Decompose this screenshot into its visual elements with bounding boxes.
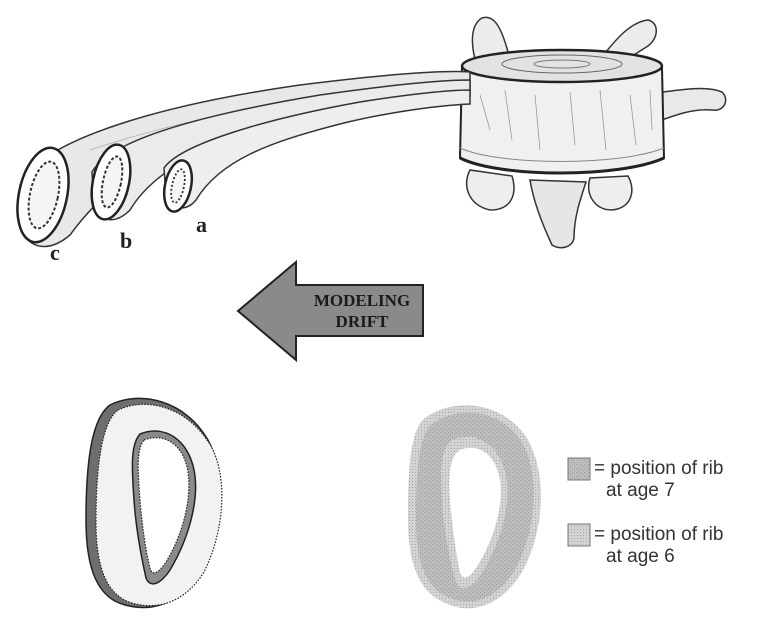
legend-swatch-age-6	[568, 524, 590, 546]
arrow-label-line1: MODELING	[314, 291, 410, 310]
legend-label-age-7-line2: at age 7	[606, 480, 675, 501]
legend-item-age-7: = position of rib at age 7	[568, 458, 723, 501]
legend-label-age-7-line1: = position of rib	[594, 458, 723, 479]
legend-item-age-6: = position of rib at age 6	[568, 524, 723, 567]
rib-label-b: b	[120, 228, 132, 253]
modeling-drift-arrow: MODELING DRIFT	[238, 262, 423, 360]
legend-label-age-6-line1: = position of rib	[594, 524, 723, 545]
rib-label-c: c	[50, 240, 60, 265]
arrow-label-line2: DRIFT	[336, 312, 390, 331]
rib-position-overlay	[408, 405, 541, 608]
legend-label-age-6-line2: at age 6	[606, 546, 675, 567]
legend-swatch-age-7	[568, 458, 590, 480]
legend: = position of rib at age 7 = position of…	[568, 458, 723, 567]
rib-label-a: a	[196, 212, 207, 237]
rib-cross-section-comparison	[86, 398, 222, 607]
vertebra-illustration	[460, 17, 726, 247]
